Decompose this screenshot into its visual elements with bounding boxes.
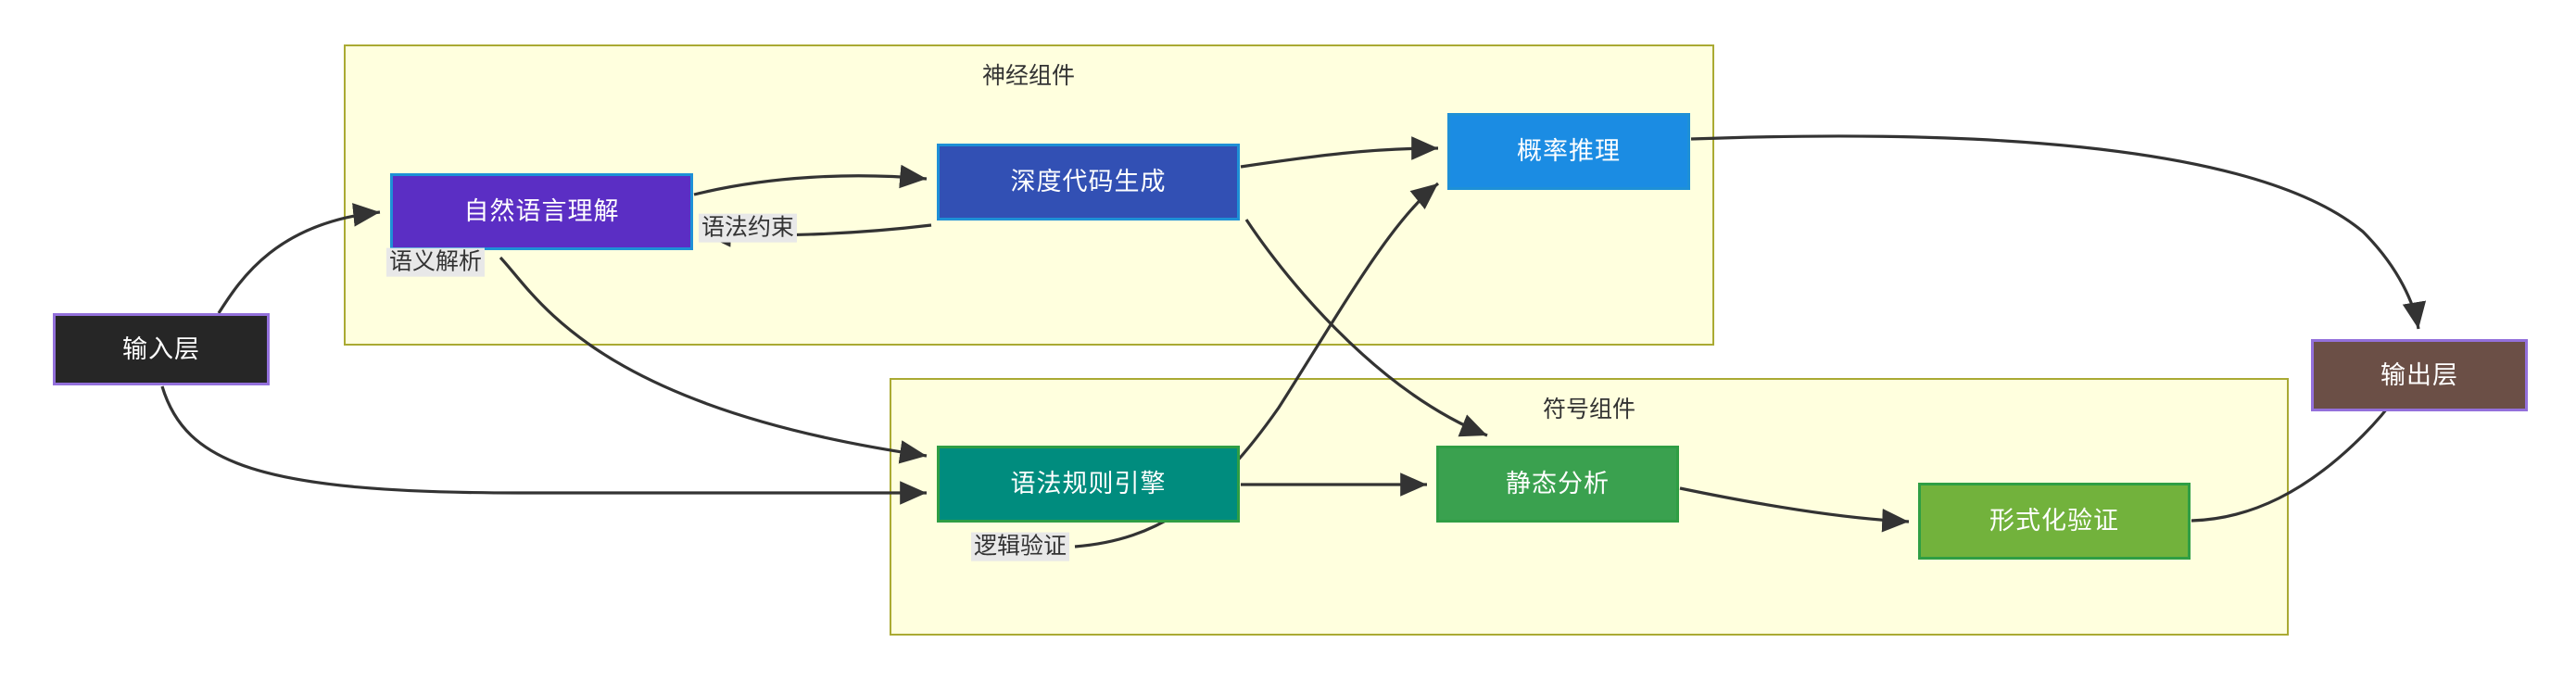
node-output-layer-label: 输出层 [2380, 360, 2458, 389]
cluster-neural-label: 神经组件 [981, 63, 1076, 89]
node-nlu-label: 自然语言理解 [463, 197, 620, 225]
edge-formal-to-probreason [1074, 182, 1440, 548]
edge-label-semantic-parsing: 语义解析 [385, 247, 486, 277]
node-input-layer-label: 输入层 [122, 334, 200, 363]
edge-label-logic-verification: 逻辑验证 [970, 532, 1070, 561]
node-formal-verification[interactable]: 形式化验证 [1918, 483, 2191, 560]
node-input-layer[interactable]: 输入层 [53, 313, 270, 385]
cluster-symbolic-label: 符号组件 [1542, 397, 1636, 422]
edge-codegen-to-static [1244, 219, 1488, 437]
node-static-label: 静态分析 [1506, 470, 1610, 498]
edge-nlu-to-grammar [499, 256, 928, 464]
edge-label-grammar-constraint: 语法约束 [698, 213, 798, 243]
edge-codegen-to-probreason [1240, 136, 1439, 169]
node-probabilistic-reasoning[interactable]: 概率推理 [1447, 113, 1690, 190]
node-natural-language-understanding[interactable]: 自然语言理解 [390, 173, 693, 250]
node-codegen-label: 深度代码生成 [1010, 168, 1167, 195]
node-grammar-rule-engine[interactable]: 语法规则引擎 [937, 446, 1240, 523]
node-deep-code-generation[interactable]: 深度代码生成 [937, 144, 1240, 220]
edge-static-to-formal [1679, 486, 1910, 533]
edge-probreason-to-output [1690, 134, 2427, 330]
edge-input-to-grammar [160, 385, 927, 505]
edge-nlu-to-codegen [693, 164, 928, 196]
node-output-layer[interactable]: 输出层 [2311, 339, 2528, 411]
node-probreason-label: 概率推理 [1517, 137, 1621, 165]
node-static-analysis[interactable]: 静态分析 [1436, 446, 1679, 523]
node-formal-label: 形式化验证 [1989, 507, 2119, 535]
node-grammar-label: 语法规则引擎 [1010, 470, 1167, 498]
edge-input-to-nlu [217, 203, 381, 314]
